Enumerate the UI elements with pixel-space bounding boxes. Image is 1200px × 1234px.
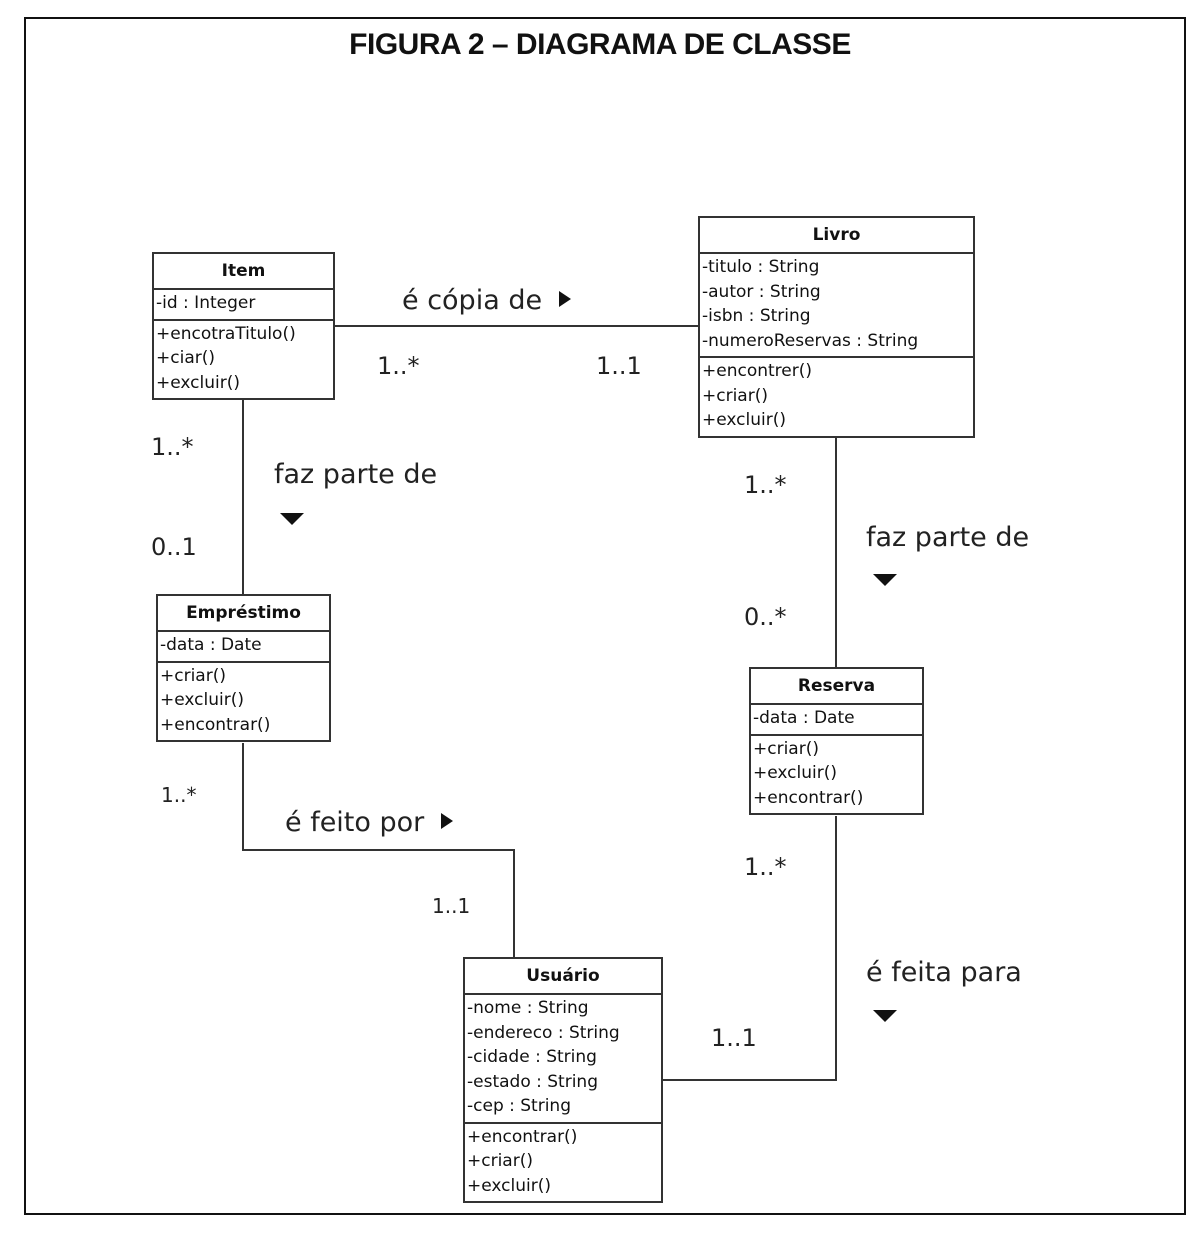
attribute: -endereco : String	[467, 1022, 620, 1043]
class-name: Livro	[700, 218, 973, 254]
triangle-right-icon	[440, 813, 453, 829]
class-livro: Livro -titulo : String -autor : String -…	[698, 216, 975, 438]
attribute: -nome : String	[467, 998, 589, 1018]
method: +criar()	[753, 738, 819, 759]
attributes-section: -id : Integer	[154, 290, 333, 321]
triangle-down-icon	[280, 513, 304, 525]
assoc-label-item-emprestimo: faz parte de	[274, 459, 438, 490]
mult-item-emprestimo-item: 1..*	[151, 433, 194, 461]
attributes-section: -data : Date	[751, 705, 922, 736]
method: +excluir()	[753, 763, 837, 783]
attribute: -titulo : String	[702, 257, 820, 277]
attribute: -id : Integer	[156, 293, 256, 313]
triangle-down-icon	[873, 574, 897, 586]
assoc-label-text: é cópia de	[402, 285, 543, 316]
triangle-down-icon	[873, 1010, 897, 1022]
attribute: -estado : String	[467, 1071, 598, 1092]
class-usuario: Usuário -nome : String -endereco : Strin…	[463, 957, 663, 1203]
attribute: -data : Date	[160, 635, 262, 655]
attributes-section: -data : Date	[158, 632, 329, 663]
attributes-section: -titulo : String -autor : String -isbn :…	[700, 254, 973, 358]
class-name: Reserva	[751, 669, 922, 705]
method: +excluir()	[160, 690, 244, 710]
mult-item-livro-livro: 1..1	[596, 352, 642, 380]
methods-section: +criar() +excluir() +encontrar()	[751, 736, 922, 814]
class-name: Empréstimo	[158, 596, 329, 632]
method: +criar()	[160, 665, 226, 686]
attribute: -numeroReservas : String	[702, 330, 919, 351]
method: +criar()	[702, 385, 768, 406]
attribute: -cidade : String	[467, 1047, 597, 1067]
methods-section: +encotraTitulo() +ciar() +excluir()	[154, 321, 333, 399]
methods-section: +encontrar() +criar() +excluir()	[465, 1124, 661, 1202]
class-reserva: Reserva -data : Date +criar() +excluir()…	[749, 667, 924, 815]
attribute: -data : Date	[753, 708, 855, 728]
method: +encontrar()	[467, 1126, 578, 1147]
class-item: Item -id : Integer +encotraTitulo() +cia…	[152, 252, 335, 400]
attributes-section: -nome : String -endereco : String -cidad…	[465, 995, 661, 1124]
method: +encotraTitulo()	[156, 323, 296, 344]
mult-reserva-usuario-reserva: 1..*	[744, 853, 787, 881]
attribute: -isbn : String	[702, 306, 811, 326]
assoc-label-livro-reserva: faz parte de	[866, 522, 1030, 553]
method: +excluir()	[156, 372, 240, 393]
mult-reserva-usuario-usuario: 1..1	[711, 1024, 757, 1052]
mult-item-emprestimo-emprestimo: 0..1	[151, 533, 197, 561]
mult-livro-reserva-livro: 1..*	[744, 471, 787, 499]
method: +ciar()	[156, 348, 215, 368]
attribute: -cep : String	[467, 1096, 572, 1116]
assoc-label-reserva-usuario: é feita para	[866, 957, 1022, 988]
assoc-label-emprestimo-usuario: é feito por	[285, 807, 455, 838]
method: +encontrar()	[160, 714, 271, 735]
triangle-right-icon	[558, 291, 571, 307]
assoc-line-emprestimo-usuario	[242, 743, 515, 958]
method: +encontrar()	[753, 787, 864, 808]
figure-frame	[24, 17, 1186, 1215]
assoc-label-text: é feito por	[285, 807, 425, 838]
mult-emprestimo-usuario-emprestimo: 1..*	[161, 783, 197, 807]
methods-section: +criar() +excluir() +encontrar()	[158, 663, 329, 741]
class-emprestimo: Empréstimo -data : Date +criar() +exclui…	[156, 594, 331, 742]
mult-emprestimo-usuario-usuario: 1..1	[432, 894, 471, 918]
class-name: Usuário	[465, 959, 661, 995]
methods-section: +encontrer() +criar() +excluir()	[700, 358, 973, 436]
method: +excluir()	[702, 410, 786, 430]
mult-livro-reserva-reserva: 0..*	[744, 603, 787, 631]
method: +encontrer()	[702, 361, 812, 381]
mult-item-livro-item: 1..*	[377, 352, 420, 380]
figure-title: FIGURA 2 – DIAGRAMA DE CLASSE	[349, 28, 851, 61]
attribute: -autor : String	[702, 281, 821, 302]
class-name: Item	[154, 254, 333, 290]
method: +criar()	[467, 1151, 533, 1171]
method: +excluir()	[467, 1175, 551, 1196]
assoc-line-reserva-usuario	[662, 816, 837, 1081]
assoc-label-item-livro: é cópia de	[402, 285, 573, 316]
